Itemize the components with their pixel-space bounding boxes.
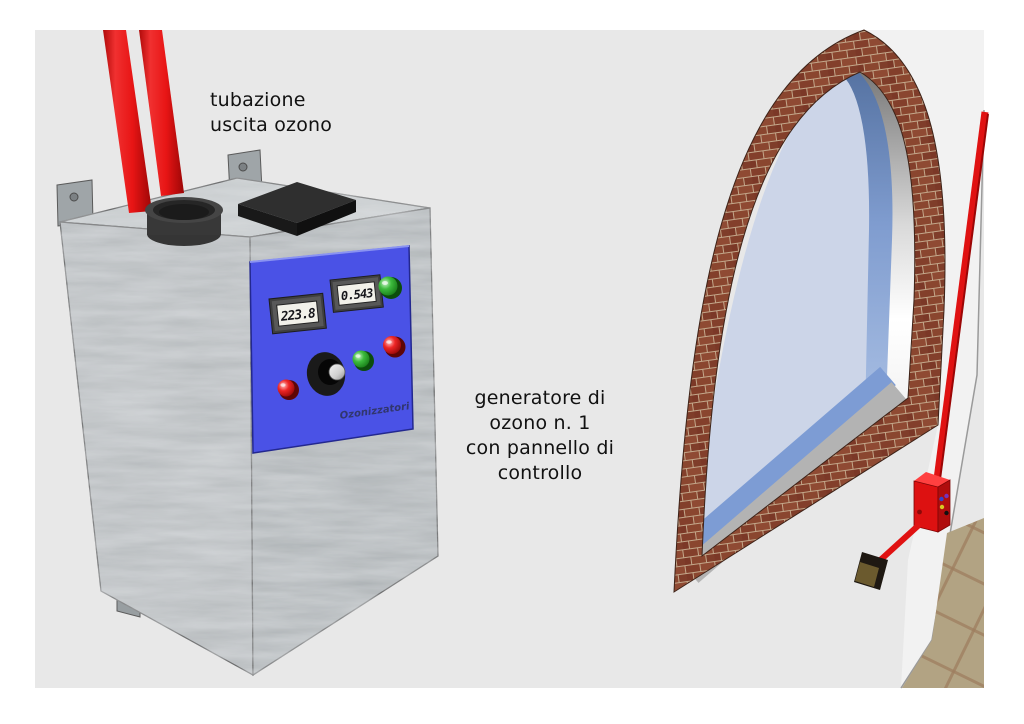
label-generator-line1: generatore di xyxy=(474,387,606,409)
label-generator-line3: con pannello di xyxy=(465,437,615,459)
outlet-collar xyxy=(145,197,223,246)
outlet-pipe-2 xyxy=(139,30,184,196)
display-2-value: 0.543 xyxy=(340,286,374,303)
label-generator-line4: controllo xyxy=(497,462,583,484)
window-edge-blue xyxy=(676,366,896,562)
power-knob xyxy=(306,352,346,396)
label-generator-line2: ozono n. 1 xyxy=(489,412,591,434)
nozzle xyxy=(854,552,888,590)
brick-arch xyxy=(673,29,946,593)
green-led xyxy=(378,276,402,299)
control-panel: 223.8 0.543 xyxy=(249,245,414,454)
label-pipe-line1: tubazione xyxy=(210,89,306,111)
ozone-generator: 223.8 0.543 xyxy=(56,30,439,677)
riser-pipe xyxy=(932,111,989,488)
red-button-left xyxy=(277,379,299,400)
top-slab xyxy=(238,182,356,236)
window-glass xyxy=(690,58,907,575)
label-pipe-callout: tubazione uscita ozono xyxy=(210,88,332,138)
floor-tiles xyxy=(902,518,984,688)
display-2: 0.543 xyxy=(329,274,384,313)
display-1-value: 223.8 xyxy=(279,306,317,325)
wall xyxy=(864,30,985,689)
green-button xyxy=(352,350,374,371)
outlet-pipe-1 xyxy=(103,30,152,213)
display-1: 223.8 xyxy=(268,292,327,335)
nozzle-pipe xyxy=(873,521,923,567)
riser-pipe-shade xyxy=(938,113,989,488)
red-button-right xyxy=(383,336,406,358)
label-pipe-line2: uscita ozono xyxy=(210,114,333,136)
ozone-distribution xyxy=(854,111,989,590)
distribution-box xyxy=(913,472,951,533)
arch-window xyxy=(673,29,946,593)
label-generator-callout: generatore di ozono n. 1 con pannello di… xyxy=(430,386,650,486)
